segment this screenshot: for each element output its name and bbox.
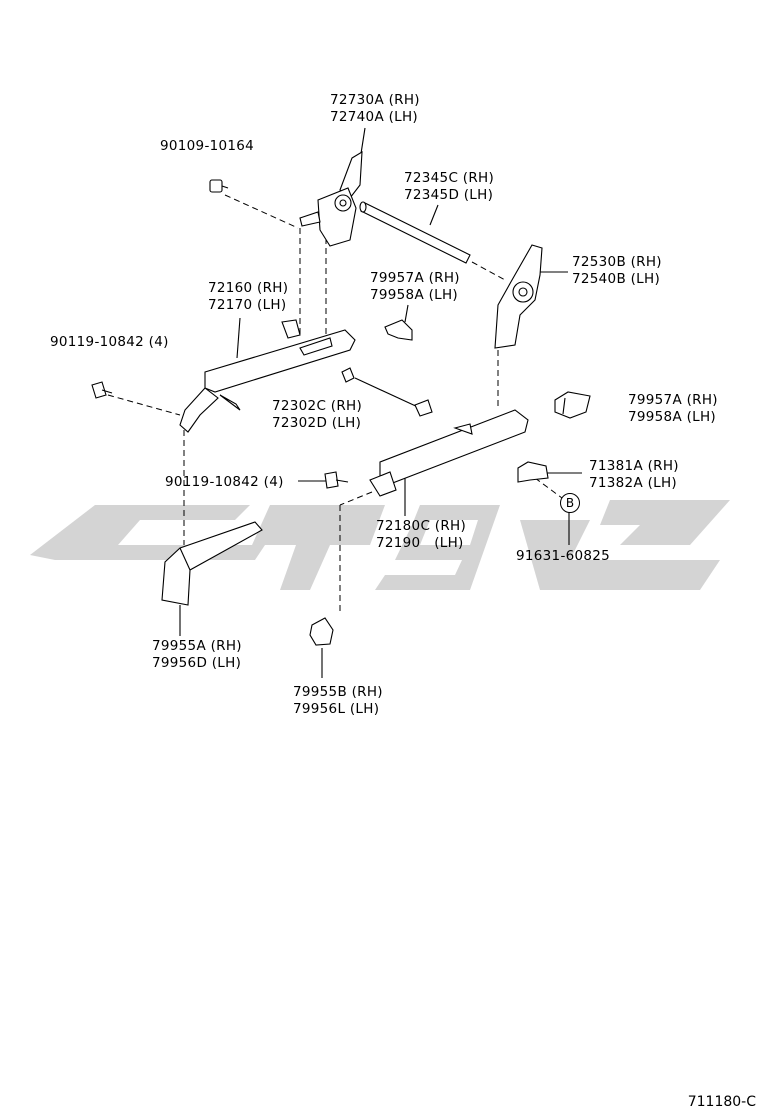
dashed-line [471, 261, 506, 281]
track-cap-shape [309, 617, 334, 646]
part-label: 90109-10164 [160, 138, 255, 154]
leader-line [236, 317, 241, 359]
cover-cap-shape [554, 391, 591, 419]
part-label: 72302C (RH)72302D (LH) [272, 398, 363, 431]
dashed-line [224, 194, 299, 229]
part-label: 71381A (RH)71382A (LH) [589, 458, 679, 491]
part-label: 90119-10842 (4) [50, 334, 169, 350]
cover-clip-shape [384, 319, 413, 341]
recliner-arm-shape [299, 150, 363, 247]
part-label: 79957A (RH)79958A (LH) [370, 270, 460, 303]
part-label: 72730A (RH)72740A (LH) [330, 92, 420, 125]
bolt-shape [91, 381, 113, 399]
part-label: 72180C (RH)72190 (LH) [376, 518, 467, 551]
reference-marker: B [560, 493, 580, 513]
recliner-right-shape [494, 244, 543, 349]
part-label: 72530B (RH)72540B (LH) [572, 254, 662, 287]
leader-line [354, 377, 421, 409]
part-label: 90119-10842 (4) [165, 474, 284, 490]
track-cover-shape [161, 521, 263, 606]
dashed-line [107, 394, 181, 416]
part-label: 79955B (RH)79956L (LH) [293, 684, 383, 717]
part-label: 72160 (RH)72170 (LH) [208, 280, 289, 313]
bolt-shape [324, 471, 349, 489]
part-label: 79957A (RH)79958A (LH) [628, 392, 718, 425]
part-label: 79955A (RH)79956D (LH) [152, 638, 242, 671]
seat-track-right-shape [369, 409, 529, 497]
bolt-shape [209, 179, 229, 193]
part-label: 91631-60825 [516, 548, 611, 564]
seat-track-left-shape [179, 319, 356, 433]
dashed-line [534, 477, 563, 499]
rod-shape [359, 201, 471, 264]
part-label: 72345C (RH)72345D (LH) [404, 170, 495, 203]
cable-shape [341, 367, 433, 417]
leader-line [429, 204, 439, 226]
leader-line [404, 304, 409, 323]
bracket-shape [517, 461, 549, 483]
dashed-line [339, 491, 373, 506]
figure-number: 711180-C [687, 1094, 756, 1110]
